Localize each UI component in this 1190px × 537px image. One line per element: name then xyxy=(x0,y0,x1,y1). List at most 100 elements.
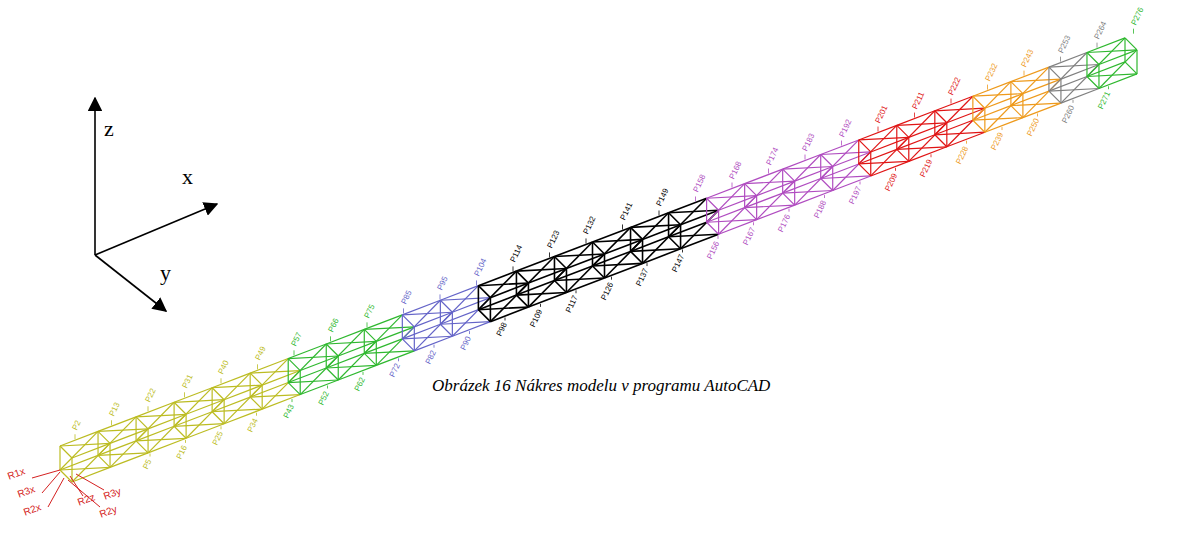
member-number: P149 xyxy=(655,188,670,208)
leader-line xyxy=(540,304,541,307)
truss-member xyxy=(59,446,60,470)
truss-member xyxy=(1125,38,1137,50)
truss-member xyxy=(554,278,604,281)
truss-member xyxy=(554,257,566,269)
truss-model xyxy=(60,38,1137,482)
truss-member xyxy=(972,96,973,120)
leader-line xyxy=(718,236,719,239)
truss-member xyxy=(859,161,909,164)
leader-line xyxy=(805,155,806,160)
truss-member xyxy=(174,402,175,426)
member-number: P117 xyxy=(565,295,580,315)
truss-member xyxy=(1011,106,1023,118)
member-number: P22 xyxy=(144,388,157,404)
truss-member xyxy=(174,388,212,427)
truss-member xyxy=(326,341,376,344)
truss-member xyxy=(440,286,478,325)
truss-member xyxy=(135,417,136,441)
truss-member xyxy=(364,315,402,354)
truss-member xyxy=(174,400,224,403)
truss-member xyxy=(288,359,300,371)
truss-member xyxy=(326,344,338,356)
axis-label: y xyxy=(160,262,171,284)
leader-line xyxy=(895,168,896,171)
truss-member xyxy=(97,431,98,455)
truss-member xyxy=(707,220,757,223)
leader-line xyxy=(622,224,623,229)
truss-member xyxy=(593,239,643,242)
reaction-label: R2z xyxy=(76,492,96,507)
truss-member xyxy=(744,184,745,208)
member-number: P137 xyxy=(635,267,650,287)
member-number: P176 xyxy=(777,213,792,233)
truss-member xyxy=(973,82,1011,121)
truss-member xyxy=(1049,88,1099,91)
truss-member xyxy=(1049,91,1061,103)
truss-member xyxy=(631,225,681,228)
leader-line xyxy=(931,154,932,157)
x-axis xyxy=(95,204,217,255)
truss-member xyxy=(783,191,833,194)
truss-member xyxy=(745,181,795,184)
leader-line xyxy=(860,181,861,184)
truss-member xyxy=(783,193,795,205)
truss-member xyxy=(973,94,1023,97)
member-number: P222 xyxy=(947,76,962,96)
truss-member xyxy=(402,315,403,339)
truss-member xyxy=(212,388,213,412)
leader-line xyxy=(768,169,769,174)
leader-line xyxy=(398,358,399,361)
member-number: P49 xyxy=(254,346,267,362)
member-number: P228 xyxy=(955,145,970,165)
truss-member xyxy=(707,198,719,210)
truss-member xyxy=(973,96,985,108)
truss-member xyxy=(631,251,643,263)
truss-member xyxy=(935,111,947,123)
member-number: P104 xyxy=(473,258,488,278)
member-number: P271 xyxy=(1097,91,1112,111)
truss-member xyxy=(897,149,909,161)
truss-member xyxy=(250,395,300,398)
truss-member xyxy=(98,417,136,456)
leader-line xyxy=(367,322,368,327)
leader-line xyxy=(1060,57,1061,62)
leader-line xyxy=(256,413,257,416)
member-number: P13 xyxy=(108,402,121,418)
truss-member xyxy=(250,397,262,409)
truss-member xyxy=(707,222,719,234)
truss-member xyxy=(478,307,528,310)
member-number: P167 xyxy=(742,227,757,247)
member-number: P276 xyxy=(1130,6,1145,26)
truss-member xyxy=(554,242,592,281)
truss-member xyxy=(1099,50,1137,89)
truss-member xyxy=(783,167,833,170)
truss-member xyxy=(98,453,148,456)
leader-line xyxy=(150,454,151,457)
truss-member xyxy=(136,441,148,453)
truss-member xyxy=(288,344,326,383)
truss-member xyxy=(440,322,490,325)
axis-label: x xyxy=(182,166,193,188)
member-number: P260 xyxy=(1061,104,1076,124)
truss-member xyxy=(935,132,985,135)
truss-member xyxy=(212,412,224,424)
leader-line xyxy=(476,280,477,285)
truss-member xyxy=(250,371,300,374)
member-number: P72 xyxy=(389,363,402,379)
truss-member xyxy=(212,388,224,400)
truss-member xyxy=(859,140,871,152)
leader-line xyxy=(647,263,648,266)
leader-line xyxy=(576,290,577,293)
leader-line xyxy=(549,252,550,257)
leader-line xyxy=(586,238,587,243)
leader-line xyxy=(221,378,222,383)
member-number: P75 xyxy=(363,304,376,320)
member-number: P174 xyxy=(765,146,780,166)
leader-line xyxy=(330,336,331,341)
truss-member xyxy=(668,213,670,237)
truss-member xyxy=(935,108,985,111)
truss-member xyxy=(1011,79,1061,82)
truss-member xyxy=(821,140,859,179)
leader-line xyxy=(682,249,683,252)
